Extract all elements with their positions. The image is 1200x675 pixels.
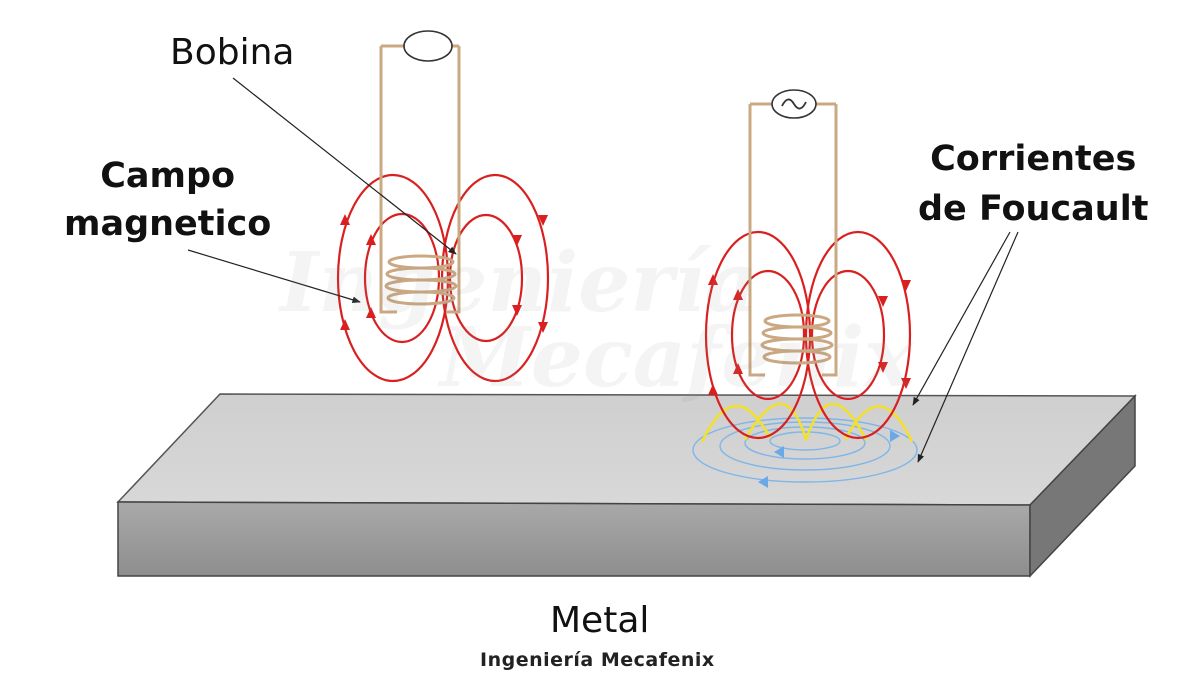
field-arrow-icon <box>878 296 888 307</box>
magnetic-field-label: Campo magnetico <box>64 152 271 248</box>
field-arrow-icon <box>538 322 548 333</box>
left-coil-assembly <box>336 30 550 383</box>
right-magnetic-field-lines <box>704 230 912 440</box>
eddy-currents-label-line1: Corrientes <box>930 139 1137 179</box>
field-arrow-icon <box>340 214 350 225</box>
field-arrow-icon <box>366 307 376 318</box>
field-arrow-icon <box>708 274 718 285</box>
magnetic-field-label-line1: Campo <box>100 156 236 196</box>
coil-label: Bobina <box>170 32 295 73</box>
eddy-currents-label: Corrientes de Foucault <box>918 134 1148 234</box>
left-field-arrows <box>340 214 548 333</box>
credit-label: Ingeniería Mecafenix <box>480 649 715 671</box>
field-arrow-icon <box>340 319 350 330</box>
field-arrow-icon <box>901 280 911 291</box>
metal-slab <box>116 393 1137 578</box>
eddy-arrow-icon <box>774 446 784 458</box>
field-loop <box>804 230 912 440</box>
eddy-arrow-icon <box>758 476 768 488</box>
eddy-arrow-icon <box>890 430 900 442</box>
eddy-current-ring <box>744 426 866 460</box>
ac-source-sine-icon <box>771 89 817 119</box>
right-coil-windings <box>760 313 834 365</box>
field-arrow-icon <box>512 305 522 316</box>
eddy-current-arrows <box>758 430 900 488</box>
field-arrow-icon <box>366 234 376 245</box>
left-coil-windings <box>384 254 458 306</box>
eddy-current-ring <box>719 421 891 471</box>
eddy-current-ring <box>692 417 918 483</box>
eddy-current-ring <box>769 431 841 451</box>
field-arrow-icon <box>512 235 522 246</box>
pointer-lines <box>187 77 1019 463</box>
induced-field-arcs <box>700 402 914 443</box>
metal-front-face <box>117 501 1031 577</box>
right-coil-wires <box>748 102 838 377</box>
watermark-line-1: Ingeniería <box>280 235 758 331</box>
field-loop <box>704 230 812 440</box>
magnetic-field-label-line2: magnetico <box>64 204 272 244</box>
blank-meter-ellipse-icon <box>403 30 453 62</box>
watermark-line-2: Mecafenix <box>440 310 914 406</box>
field-arrow-icon <box>901 378 911 389</box>
pointer-line-coil <box>232 77 457 255</box>
field-loop <box>810 269 886 401</box>
right-field-arrows <box>708 274 911 395</box>
pointer-line-eddy-arc <box>912 231 1011 406</box>
field-arrow-icon <box>538 215 548 226</box>
field-arrow-icon <box>878 362 888 373</box>
eddy-currents-label-line2: de Foucault <box>918 189 1149 229</box>
eddy-current-loops <box>692 417 918 483</box>
metal-side-face <box>1029 394 1136 578</box>
field-arrow-icon <box>733 363 743 374</box>
metal-top-face <box>116 393 1137 506</box>
pointer-line-eddy-current <box>917 231 1019 463</box>
field-arrow-icon <box>733 289 743 300</box>
pointer-line-field <box>187 249 361 304</box>
field-arrow-icon <box>708 384 718 395</box>
metal-label: Metal <box>550 600 650 641</box>
field-loop <box>730 269 806 401</box>
right-coil-assembly <box>692 89 918 488</box>
